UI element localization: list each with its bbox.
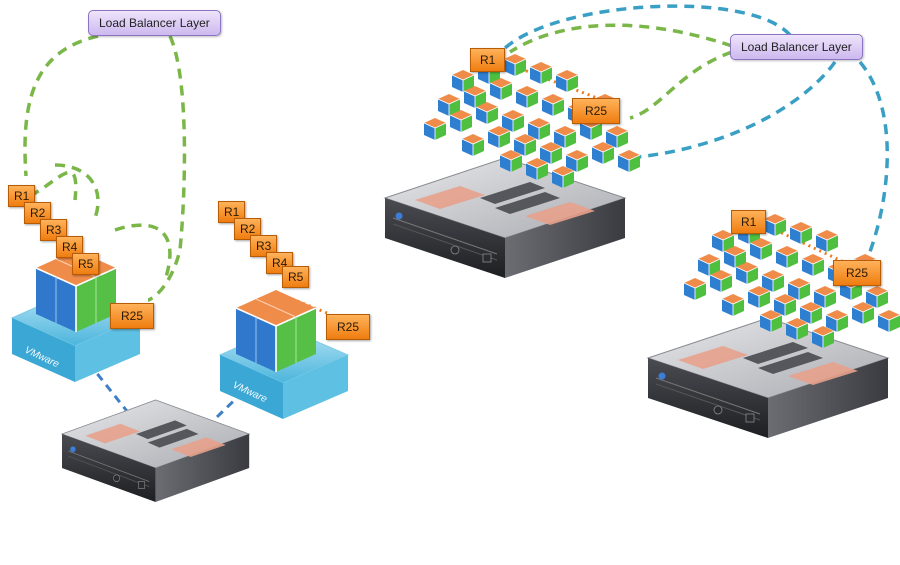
replica-cube	[513, 133, 537, 157]
replica-label-last: R25	[326, 314, 371, 340]
replica-cube	[825, 309, 849, 333]
replica-cube	[553, 125, 577, 149]
replica-label-first: R1	[470, 48, 506, 72]
replica-cube	[423, 117, 447, 141]
replica-label-first: R1	[731, 210, 767, 234]
replica-cube	[539, 141, 563, 165]
replica-cube	[501, 109, 525, 133]
replica-cube	[747, 285, 771, 309]
replica-cube	[555, 69, 579, 93]
replica-label-last: R25	[110, 303, 155, 329]
load-balancer-right: Load Balancer Layer	[730, 34, 863, 60]
replica-cube	[801, 253, 825, 277]
replica-cube	[851, 301, 875, 325]
replica-cube	[617, 149, 641, 173]
server-right	[647, 317, 889, 439]
replica-label: R3	[250, 235, 278, 257]
replica-cube	[683, 277, 707, 301]
replica-cube	[591, 141, 615, 165]
replica-label: R4	[56, 236, 84, 258]
replica-label: R5	[282, 266, 310, 288]
server-bottom-left	[61, 399, 250, 503]
replica-label: R2	[24, 202, 52, 224]
replica-label: R2	[234, 218, 262, 240]
replica-cube	[541, 93, 565, 117]
replica-cube	[605, 125, 629, 149]
replica-cube	[515, 85, 539, 109]
replica-label: R1	[218, 201, 246, 223]
replica-cube	[761, 269, 785, 293]
replica-cube	[461, 133, 485, 157]
replica-cube	[877, 309, 900, 333]
replica-cube	[773, 293, 797, 317]
replica-cube	[503, 53, 527, 77]
replica-cube	[527, 117, 551, 141]
replica-label-last: R25	[572, 98, 621, 124]
replica-cube	[487, 125, 511, 149]
replica-label: R3	[40, 219, 68, 241]
blue-dashed-links	[78, 351, 245, 440]
replica-label: R5	[72, 253, 100, 275]
replica-cube	[721, 293, 745, 317]
replica-cube	[865, 285, 889, 309]
replica-label: R1	[8, 185, 36, 207]
replica-cube	[787, 277, 811, 301]
replica-cube	[813, 285, 837, 309]
blue-dashed-paths-right	[503, 4, 889, 258]
server-top-center	[384, 157, 626, 279]
replica-label-last: R25	[833, 260, 882, 286]
green-dashed-paths-right	[509, 23, 733, 120]
replica-cube	[775, 245, 799, 269]
replica-cube	[799, 301, 823, 325]
replica-cube	[789, 221, 813, 245]
green-dashed-paths-left	[23, 34, 187, 302]
replica-cube	[815, 229, 839, 253]
load-balancer-left: Load Balancer Layer	[88, 10, 221, 36]
replica-cube	[565, 149, 589, 173]
